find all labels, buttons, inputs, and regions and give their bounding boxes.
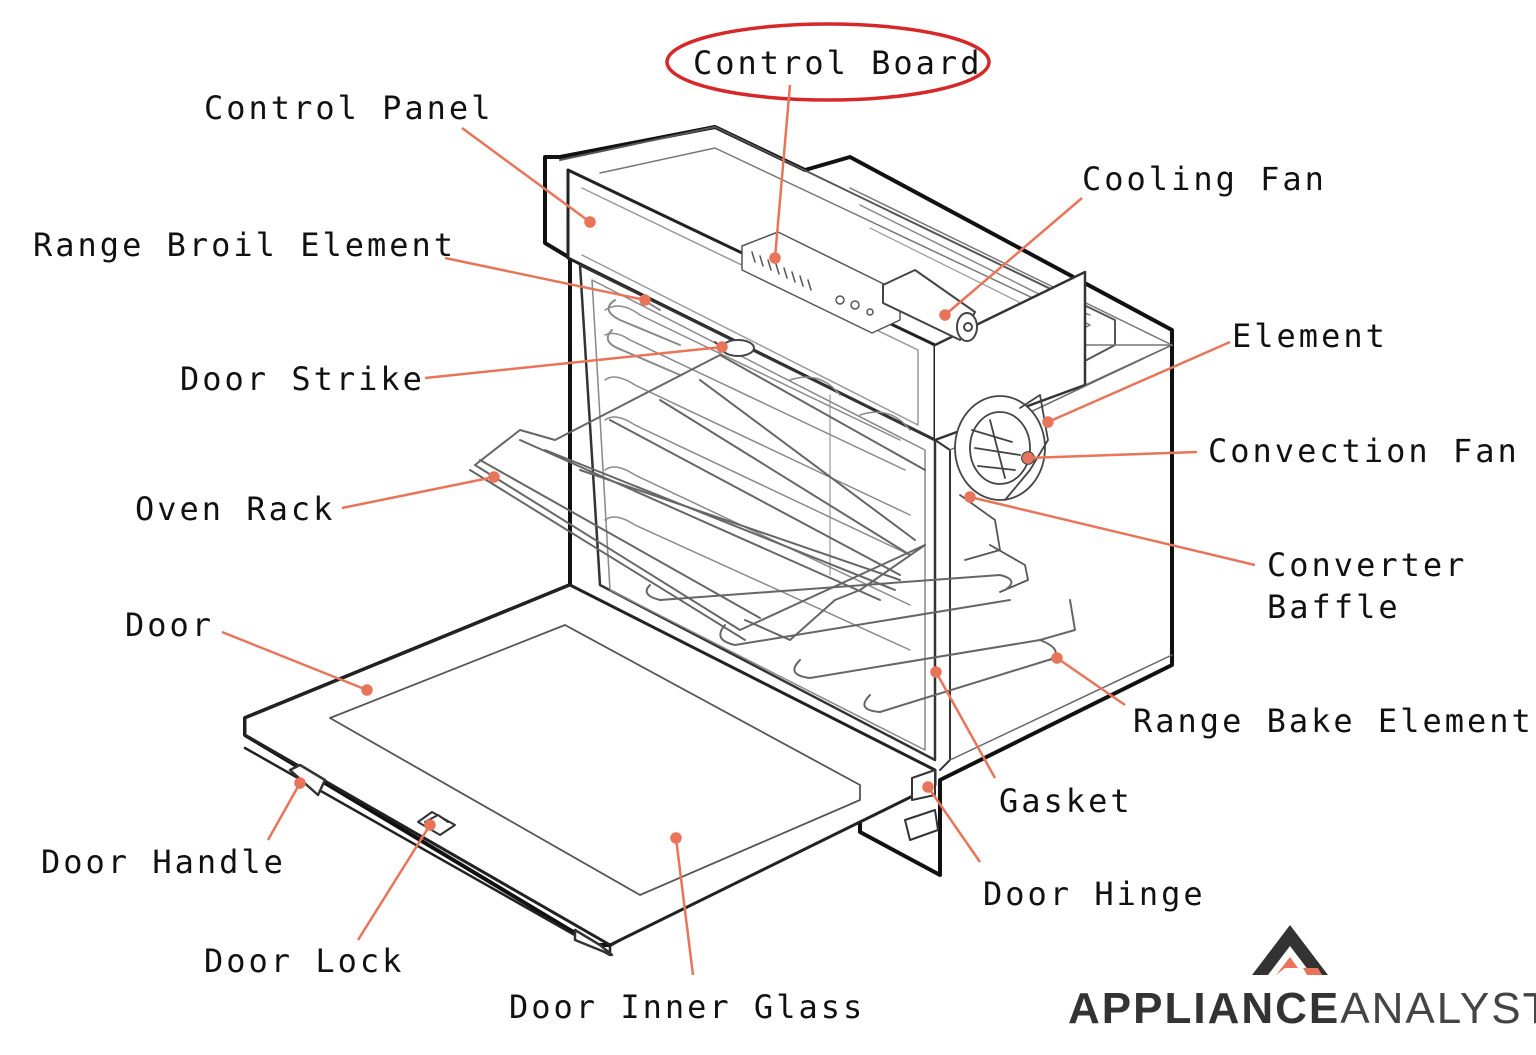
leader-dot-oven-rack	[488, 471, 500, 483]
leader-line-cooling-fan	[944, 197, 1083, 316]
leader-lines	[221, 84, 1256, 976]
leader-dot-door-lock	[424, 819, 436, 831]
back-wall-ribs	[604, 305, 911, 651]
brand-part1: APPLIANCE	[1068, 984, 1341, 1033]
label-range-bake-element: Range Bake Element	[1133, 702, 1534, 740]
label-door: Door	[125, 606, 215, 644]
leader-dot-gasket	[930, 666, 942, 678]
leader-line-converter-baffle	[969, 495, 1256, 567]
label-control-board: Control Board	[693, 44, 983, 82]
leader-dot-range-bake-element	[1051, 652, 1063, 664]
leader-dot-door-handle	[294, 777, 306, 789]
label-range-broil-element: Range Broil Element	[33, 226, 457, 264]
oven-body	[243, 125, 1174, 957]
door-glass-panel	[329, 624, 861, 896]
label-door-strike: Door Strike	[180, 360, 425, 398]
label-converter-baffle-line2: Baffle	[1267, 588, 1401, 626]
leader-line-range-broil-element	[444, 256, 646, 302]
leader-dot-control-board	[769, 252, 781, 264]
leader-line-element	[1047, 340, 1231, 424]
converter-baffle-plate	[959, 494, 1029, 593]
label-door-lock: Door Lock	[204, 942, 405, 980]
leader-dot-convection-fan	[1022, 452, 1034, 464]
control-board-highlight-ellipse	[665, 22, 991, 102]
label-oven-rack: Oven Rack	[135, 490, 336, 528]
leader-dot-cooling-fan	[939, 309, 951, 321]
cooling-fan-cylinder	[882, 269, 978, 342]
leader-dot-door-strike	[716, 341, 728, 353]
leader-dot-control-panel	[584, 216, 596, 228]
label-element: Element	[1232, 317, 1388, 355]
label-convection-fan: Convection Fan	[1208, 432, 1520, 470]
leader-dot-door-inner-glass	[670, 832, 682, 844]
label-door-hinge: Door Hinge	[983, 875, 1206, 913]
door-handle-bar	[288, 763, 614, 957]
label-control-panel: Control Panel	[204, 89, 494, 127]
appliance-analysts-logo-icon	[1252, 925, 1328, 975]
convection-fan-wheel	[954, 394, 1049, 501]
leader-line-door	[221, 630, 368, 692]
leader-dot-converter-baffle	[964, 491, 976, 503]
leader-line-door-lock	[356, 824, 432, 941]
oven-rack-wire	[469, 354, 926, 641]
label-converter-baffle-line1: Converter	[1267, 546, 1468, 584]
leader-line-range-bake-element	[1056, 656, 1126, 707]
cavity-frame	[578, 263, 937, 762]
leader-dot-range-broil-element	[639, 294, 651, 306]
leader-line-door-handle	[266, 782, 302, 841]
leader-line-convection-fan	[1027, 450, 1198, 460]
leader-dot-door-hinge	[922, 781, 934, 793]
label-door-inner-glass: Door Inner Glass	[509, 988, 866, 1026]
label-cooling-fan: Cooling Fan	[1082, 160, 1327, 198]
leader-line-control-board	[773, 84, 792, 259]
leader-dot-door	[361, 684, 373, 696]
leader-line-door-hinge	[926, 786, 982, 863]
control-board-module	[741, 231, 901, 334]
leader-dot-element	[1042, 416, 1054, 428]
leader-line-oven-rack	[341, 475, 495, 510]
leader-line-door-strike	[424, 345, 723, 380]
label-gasket: Gasket	[999, 782, 1133, 820]
leader-line-control-panel	[461, 126, 591, 224]
leader-line-door-inner-glass	[674, 837, 695, 976]
brand-wordmark: APPLIANCEANALYSTS	[1068, 984, 1536, 1034]
leader-line-gasket	[934, 671, 997, 779]
brand-part2: ANALYSTS	[1340, 984, 1536, 1033]
label-door-handle: Door Handle	[41, 843, 286, 881]
